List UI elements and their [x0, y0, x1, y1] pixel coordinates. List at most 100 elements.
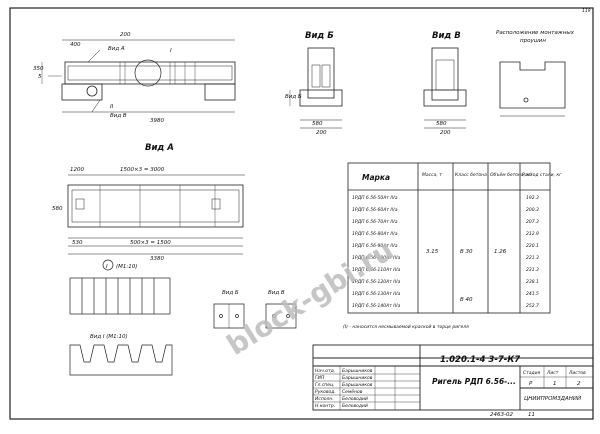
table-row-mark: 1РДП 6.56-70Ат IVа — [352, 219, 398, 225]
view-a-dim-1200: 1200 — [70, 167, 84, 173]
view-b-label: Вид Б — [285, 94, 302, 100]
table-row-mark: 1РДП 6.56-50Ат IVа — [352, 195, 398, 201]
footer-sheet: 11 — [528, 412, 535, 418]
small-view-v-title: Вид В — [268, 290, 285, 296]
vid-v-callout: Вид В — [110, 113, 127, 119]
table-row-mark: 1РДП 6.56-90Ат IVа — [352, 243, 398, 249]
view-b-dim-580: 580 — [312, 121, 323, 127]
sheet-frame — [9, 7, 594, 420]
small-view-b-drawing — [213, 303, 245, 329]
table-row-steel: 241.5 — [526, 291, 539, 297]
top-left-dim-a: 200 — [120, 32, 131, 38]
stamp-code: 1.020.1-4 3-7-К7 — [440, 355, 520, 365]
view-b-dim-200: 200 — [316, 130, 327, 136]
table-row-steel: 221.3 — [526, 255, 539, 261]
table-row-steel: 207.3 — [526, 219, 539, 225]
stamp-role: Нач.отд. — [315, 368, 335, 374]
table-row-steel: 252.7 — [526, 303, 539, 309]
view-a-dim-span: 1500×3 = 3000 — [120, 167, 165, 173]
view-b-drawing — [289, 47, 343, 129]
table-concrete-b: В 40 — [460, 297, 473, 303]
note-text: (I) - наносится несмываемой краской в то… — [343, 324, 469, 330]
anchor-drawing — [499, 61, 566, 117]
anchor-title-1: Расположение монтажных — [496, 30, 575, 36]
table-row-steel: 212.9 — [526, 231, 539, 237]
stamp-name: Беловодий — [342, 403, 368, 409]
watermark: block-gbi.ru — [221, 233, 399, 362]
top-left-dim-b: 400 — [70, 42, 81, 48]
footer-code: 2463-02 — [490, 412, 513, 418]
stamp-role: Гл.спец. — [315, 382, 335, 388]
view-a-dim-530: 530 — [72, 240, 83, 246]
stamp-role: ГИП — [315, 375, 325, 381]
stamp-name: Барышников — [342, 382, 373, 388]
table-row-mark: 1РДП 6.56-140Ат IVа — [352, 303, 401, 309]
view-v-drawing — [423, 47, 467, 129]
detail-i-drawing — [69, 277, 171, 315]
view-i-title: Вид I (М1:10) — [90, 334, 128, 340]
stamp-sheets-header: Листов — [568, 370, 586, 376]
stamp-role: Руковод. — [315, 389, 336, 395]
table-rows: 1РДП 6.56-50Ат IVа 192.3 1РДП 6.56-60Ат … — [352, 195, 539, 309]
table-row-steel: 231.3 — [526, 267, 539, 273]
table-row-mark: 1РДП 6.56-130Ат IVа — [352, 291, 401, 297]
stamp-roles: Нач.отд. Барышников ГИП Барышников Гл.сп… — [315, 368, 373, 409]
table-header-concrete: Класс бетона — [455, 172, 487, 178]
view-a-drawing — [67, 174, 245, 255]
table-row-mark: 1РДП 6.56-60Ат IVа — [352, 207, 398, 213]
view-a-dim-bottom: 500×3 = 1500 — [130, 240, 171, 246]
small-view-b-title: Вид Б — [222, 290, 239, 296]
view-a-dim-total: 3380 — [150, 256, 164, 262]
table-row-mark: 1РДП 6.56-100Ат IVа — [352, 255, 401, 261]
stamp-title: Ригель РДП 6.56-... — [432, 377, 516, 386]
stamp-name: Барышников — [342, 368, 373, 374]
table-header-volume: Объём бетона, м³ — [490, 172, 532, 178]
stamp-stage-header: Стадия — [523, 370, 541, 376]
view-a-dim-580: 580 — [52, 206, 63, 212]
stamp-sheet-value: 1 — [553, 381, 557, 387]
stamp-name: Беловодий — [342, 396, 368, 402]
table-row-steel: 192.3 — [526, 195, 539, 201]
detail-i-marker: I — [106, 264, 108, 270]
table-row-steel: 220.1 — [526, 243, 539, 249]
section-mark-1: I — [170, 48, 172, 54]
title-block — [312, 344, 594, 411]
table-header-mark: Марка — [362, 173, 390, 182]
small-view-v-drawing — [265, 303, 297, 329]
table-row-mark: 1РДП 6.56-120Ат IVа — [352, 279, 401, 285]
stamp-stage-value: Р — [529, 381, 533, 387]
stamp-org: ЦНИИПРОМЗДАНИЙ — [524, 395, 581, 402]
top-length-dim: 3980 — [150, 118, 164, 124]
view-b-title: Вид Б — [305, 31, 334, 41]
stamp-role: Н.контр. — [315, 403, 335, 409]
spec-table — [347, 162, 551, 314]
section-mark-2: II — [110, 104, 114, 110]
table-row-steel: 200.3 — [526, 207, 539, 213]
stamp-sheet-header: Лист — [546, 370, 559, 376]
detail-i-scale: (М1:10) — [116, 264, 137, 270]
table-volume: 1.26 — [494, 249, 507, 255]
detail-i-marker-circle — [102, 259, 114, 271]
table-mass: 3.15 — [426, 249, 439, 255]
detail-i-section — [69, 344, 173, 376]
table-concrete-a: В 30 — [460, 249, 473, 255]
stamp-role: Исполн. — [315, 396, 334, 402]
table-header-mass: Масса, т — [422, 172, 442, 178]
stamp-sheets-value: 2 — [577, 381, 581, 387]
main-beam-view — [41, 39, 236, 113]
table-row-mark: 1РДП 6.56-80Ат IVа — [352, 231, 398, 237]
view-v-dim-200: 200 — [440, 130, 451, 136]
page-number: 119 — [582, 8, 591, 14]
view-v-dim-580: 580 — [436, 121, 447, 127]
stamp-name: Барышников — [342, 375, 373, 381]
width-350-dim: 350 — [33, 66, 44, 72]
anchor-title-2: проушин — [520, 38, 546, 44]
vid-a-callout: Вид А — [108, 46, 125, 52]
view-v-title: Вид В — [432, 31, 461, 41]
table-row-steel: 238.1 — [526, 279, 539, 285]
height-5-dim: 5 — [38, 74, 42, 80]
stamp-name: Семёнов — [342, 389, 363, 395]
table-header-steel: Расход стали, кг — [522, 172, 562, 178]
